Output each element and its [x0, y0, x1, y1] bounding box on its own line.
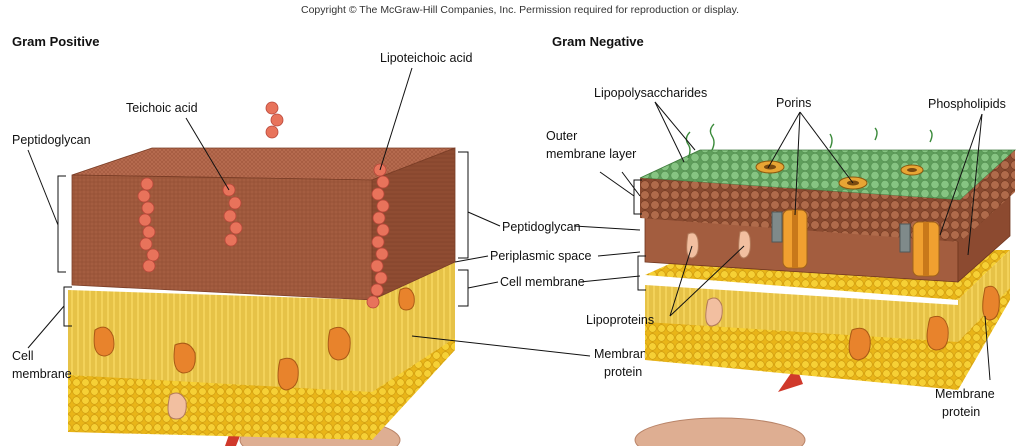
label-outer-membrane-line1: Outer: [546, 129, 577, 143]
label-porins: Porins: [776, 96, 811, 110]
label-phospholipids: Phospholipids: [928, 97, 1006, 111]
label-membrane-protein-right-line1: Membrane: [935, 387, 995, 401]
cell-membrane-bracket-right: [458, 270, 468, 306]
cell-body-negative: [635, 366, 805, 446]
peptidoglycan-bracket-right: [458, 152, 468, 258]
label-cell-membrane-center: Cell membrane: [500, 275, 585, 289]
gram-negative-title: Gram Negative: [552, 34, 644, 49]
copyright-notice: Copyright © The McGraw-Hill Companies, I…: [301, 4, 739, 16]
label-cell-membrane-line1: Cell: [12, 349, 34, 363]
label-membrane-protein-right-line2: protein: [942, 405, 980, 419]
label-peptidoglycan-center: Peptidoglycan: [502, 220, 581, 234]
label-peptidoglycan: Peptidoglycan: [12, 133, 91, 147]
peptidoglycan-block: [72, 148, 455, 300]
label-lipoteichoic-acid: Lipoteichoic acid: [380, 51, 472, 65]
label-lipopolysaccharides: Lipopolysaccharides: [594, 86, 707, 100]
label-membrane-protein-center-line1: Membrane: [594, 347, 654, 361]
gram-positive-title: Gram Positive: [12, 34, 99, 49]
label-lipoproteins: Lipoproteins: [586, 313, 654, 327]
label-cell-membrane-line2: membrane: [12, 367, 72, 381]
gram-negative-panel: Gram Negative: [546, 34, 1015, 446]
peptidoglycan-bracket-left: [58, 176, 66, 272]
label-teichoic-acid: Teichoic acid: [126, 101, 198, 115]
label-outer-membrane-line2: membrane layer: [546, 147, 636, 161]
gram-positive-panel: Gram Positive: [12, 34, 590, 446]
label-membrane-protein-center-line2: protein: [604, 365, 642, 379]
label-periplasmic-space: Periplasmic space: [490, 249, 591, 263]
